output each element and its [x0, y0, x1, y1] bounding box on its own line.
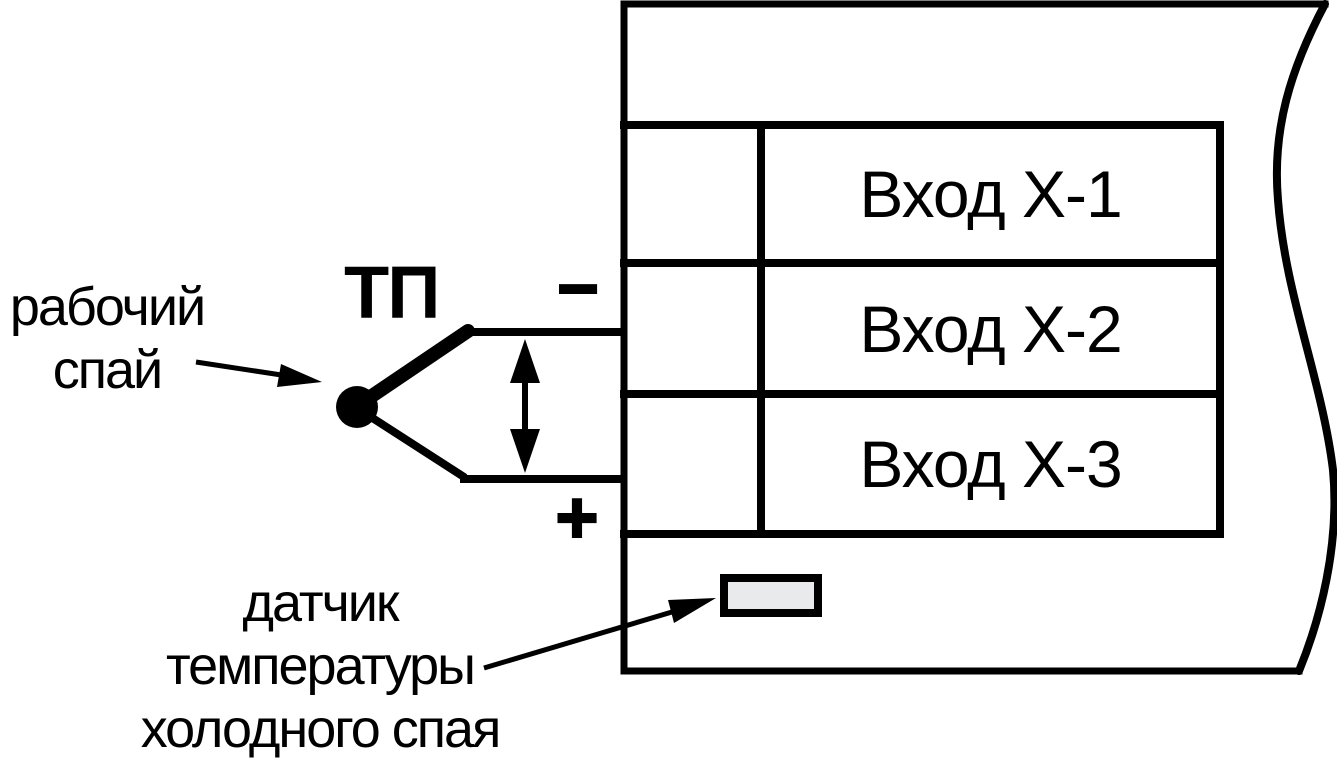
input-label-x3: Вход Х-3 [765, 398, 1216, 530]
thermocouple-label: ТП [344, 251, 440, 334]
input-label-x1-text: Вход Х-1 [859, 157, 1122, 231]
input-label-x3-text: Вход Х-3 [859, 427, 1122, 501]
double-arrow-head-down [510, 429, 540, 473]
thermocouple-electrode-thick [353, 324, 475, 411]
double-arrow-head-up [510, 339, 540, 383]
thermocouple-electrode-thin [356, 406, 468, 481]
cold-junction-sensor-label: датчик температуры холодного спая [140, 573, 502, 759]
pointer-arrow-sensor [483, 598, 716, 671]
input-label-x2-text: Вход Х-2 [859, 291, 1122, 366]
break-edge-curve [1272, 0, 1337, 675]
pointer-arrow-working-junction-shaft [195, 359, 289, 379]
input-terminal-table [620, 121, 1224, 538]
cold-junction-sensor-rect [720, 574, 822, 617]
pointer-arrow-working-junction [195, 359, 322, 387]
polarity-minus-sign: − [556, 248, 600, 330]
device-outline [620, 0, 1329, 675]
terminal-cell-3 [628, 398, 757, 530]
polarity-plus-sign: + [554, 475, 599, 560]
working-junction-label: рабочий спай [9, 277, 206, 400]
input-label-x2: Вход Х-2 [765, 267, 1216, 390]
input-label-x1: Вход Х-1 [765, 129, 1216, 259]
pointer-arrow-sensor-head [668, 598, 716, 623]
pointer-arrow-working-junction-head [277, 364, 322, 387]
double-headed-arrow [510, 339, 540, 473]
pointer-arrow-sensor-shaft [483, 606, 683, 671]
terminal-cell-1 [628, 129, 757, 259]
terminal-cell-2 [628, 267, 757, 390]
